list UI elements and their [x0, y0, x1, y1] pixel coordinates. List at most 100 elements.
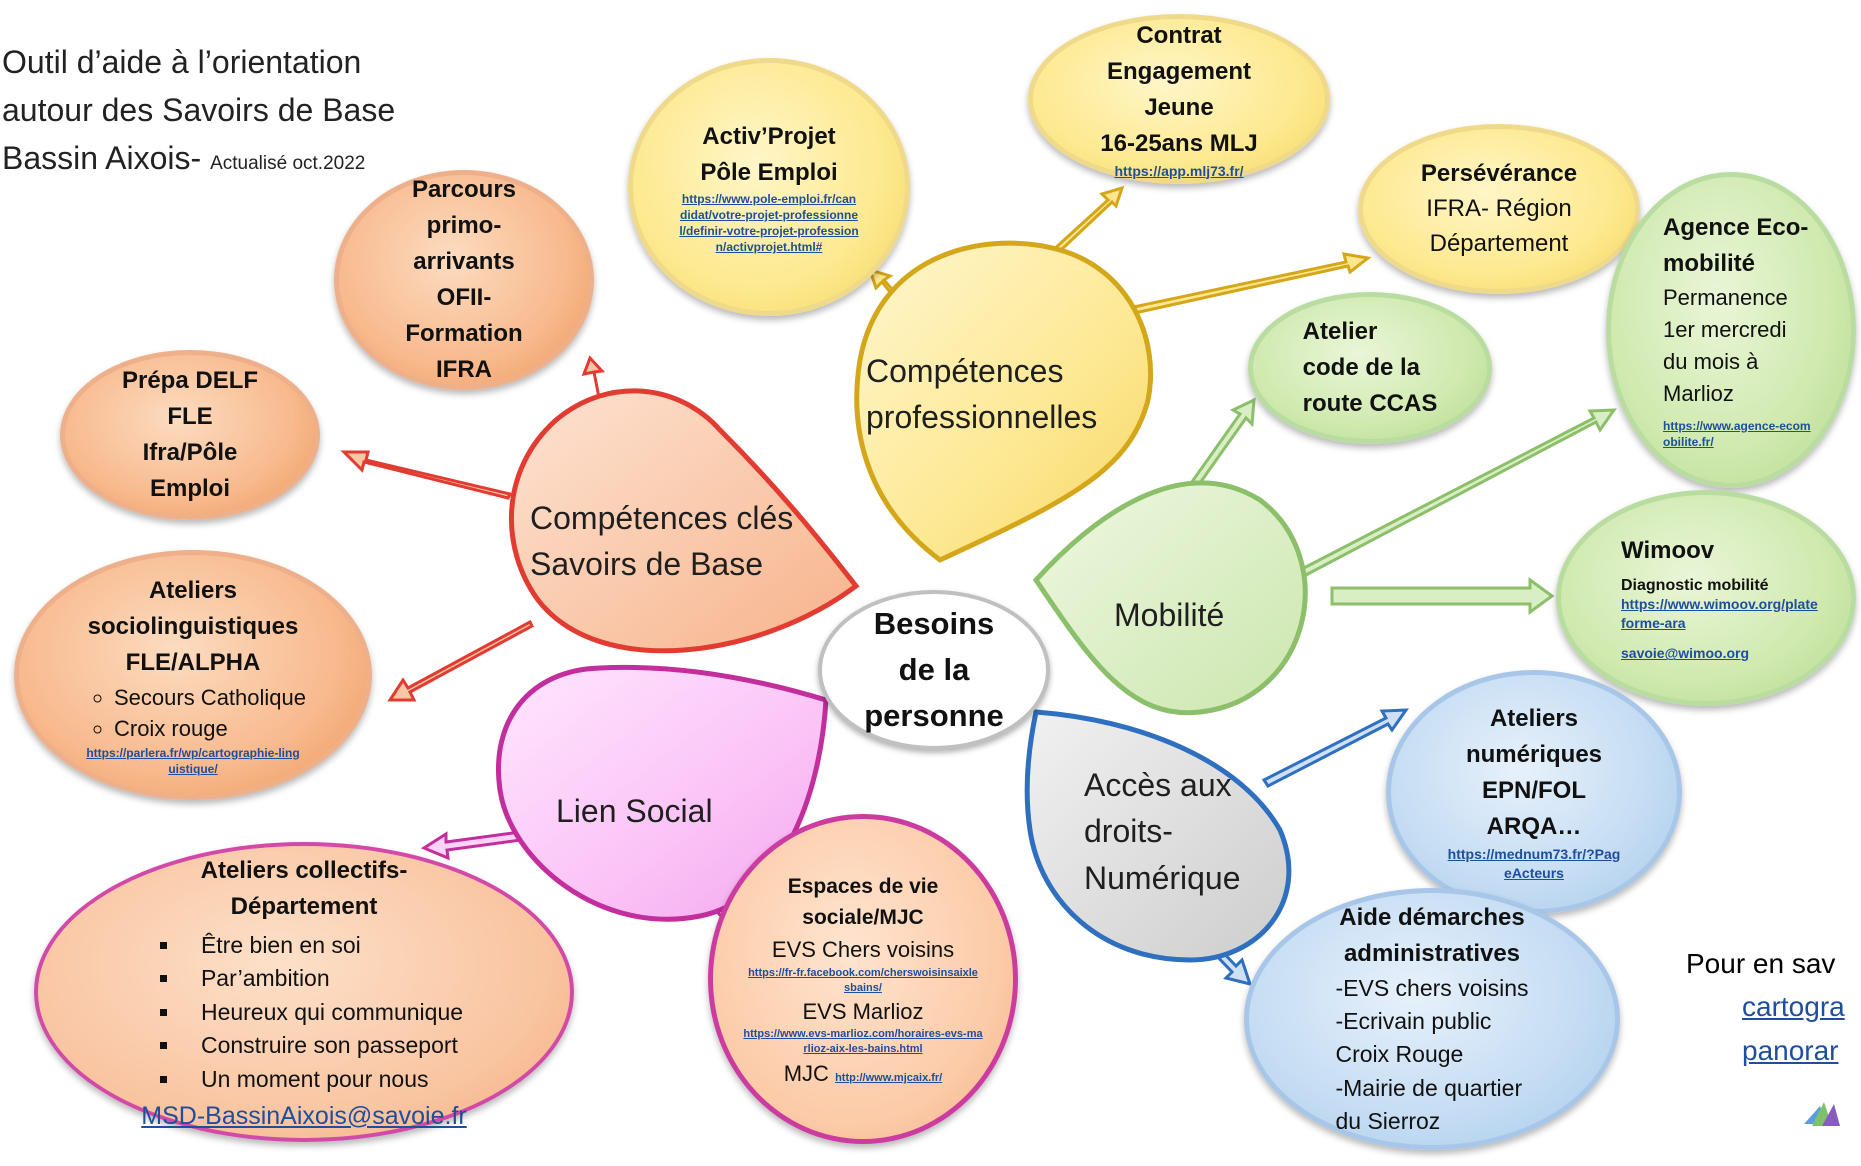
- code-l2: code de la: [1302, 354, 1421, 381]
- espaces-mjc: MJC: [783, 1061, 829, 1087]
- footer-more-info: Pour en sav cartogra panorar: [1686, 942, 1861, 1072]
- activ-l2: Pôle Emploi: [700, 158, 838, 186]
- arrow-to-ateliers-socio: [387, 619, 534, 702]
- num-l4: ARQA…: [1486, 813, 1582, 841]
- perseverance-l3: Département: [1429, 230, 1569, 257]
- aide-l2: administratives: [1343, 939, 1521, 967]
- agence-l4: 1er mercredi: [1663, 316, 1787, 342]
- prepa-l3: Ifra/Pôle: [142, 439, 238, 466]
- wimoov-subtitle: Diagnostic mobilité: [1621, 576, 1769, 594]
- center-node[interactable]: Besoins de la personne: [818, 590, 1050, 750]
- hub-competences-cles-l1: Compétences clés: [530, 500, 794, 536]
- list-item: Croix rouge: [114, 714, 306, 745]
- footer-link-cartographie[interactable]: cartogra: [1742, 991, 1845, 1023]
- contrat-link[interactable]: https://app.mlj73.fr/: [1114, 162, 1244, 179]
- list-item: -Ecrivain public: [1335, 1007, 1492, 1034]
- hub-shape-competences-cles: [508, 388, 860, 654]
- contrat-l4: 16-25ans MLJ: [1100, 129, 1258, 157]
- books-logo-icon: [1804, 1102, 1840, 1126]
- node-ateliers-numeriques[interactable]: Ateliers numériques EPN/FOL ARQA… https:…: [1386, 670, 1682, 914]
- node-espaces-vie-sociale[interactable]: Espaces de vie sociale/MJC EVS Chers voi…: [708, 814, 1018, 1144]
- perseverance-l1: Persévérance: [1420, 160, 1578, 188]
- wimoov-email[interactable]: savoie@wimoo.org: [1621, 645, 1750, 662]
- contrat-l2: Engagement: [1106, 57, 1252, 85]
- code-l1: Atelier: [1302, 318, 1378, 345]
- list-item: Être bien en soi: [181, 929, 463, 962]
- node-agence-ecomobilite[interactable]: Agence Eco- mobilité Permanence 1er merc…: [1606, 172, 1856, 488]
- arrow-to-ateliers-num: [1261, 708, 1409, 788]
- list-item: Un moment pour nous: [181, 1063, 463, 1096]
- aide-l1: Aide démarches: [1339, 903, 1525, 931]
- prepa-l1: Prépa DELF: [121, 367, 259, 394]
- socio-link[interactable]: https://parlera.fr/wp/cartographie-lingu…: [86, 745, 300, 776]
- agence-link[interactable]: https://www.agence-ecomobilite.fr/: [1663, 418, 1811, 449]
- wimoov-link[interactable]: https://www.wimoov.org/plateforme-ara: [1621, 595, 1818, 631]
- parcours-l6: IFRA: [435, 356, 492, 383]
- footer-link-panorama[interactable]: panorar: [1742, 1034, 1839, 1066]
- list-item: Secours Catholique: [114, 683, 306, 714]
- coll-list: Être bien en soi Par’ambition Heureux qu…: [145, 929, 463, 1096]
- num-l1: Ateliers: [1489, 705, 1579, 733]
- center-l1: Besoins: [873, 606, 995, 642]
- page-title: Outil d’aide à l’orientation autour des …: [2, 38, 395, 182]
- node-wimoov[interactable]: Wimoov Diagnostic mobilité https://www.w…: [1556, 490, 1856, 706]
- node-perseverance[interactable]: Persévérance IFRA- Région Département: [1358, 124, 1640, 294]
- hub-shape-mobilite: [1032, 480, 1308, 716]
- agence-l2: mobilité: [1663, 250, 1756, 278]
- node-aide-demarches[interactable]: Aide démarches administratives -EVS cher…: [1244, 888, 1620, 1150]
- parcours-l2: primo-: [426, 212, 502, 239]
- agence-l6: Marlioz: [1663, 380, 1734, 406]
- updated-date: Actualisé oct.2022: [210, 153, 366, 174]
- list-item: Croix Rouge: [1335, 1041, 1464, 1068]
- code-l3: route CCAS: [1302, 390, 1438, 417]
- agence-l3: Permanence: [1663, 285, 1788, 311]
- contrat-l3: Jeune: [1144, 93, 1214, 121]
- list-item: Heureux qui communique: [181, 996, 463, 1029]
- agence-l1: Agence Eco-: [1663, 214, 1809, 242]
- node-ateliers-socio[interactable]: Ateliers sociolinguistiques FLE/ALPHA Se…: [14, 550, 372, 800]
- espaces-link2[interactable]: https://www.evs-marlioz.com/horaires-evs…: [743, 1028, 983, 1056]
- hub-acces-l1: Accès aux: [1084, 767, 1232, 803]
- node-activ-projet[interactable]: Activ’Projet Pôle Emploi https://www.pol…: [628, 58, 910, 316]
- arrow-to-prepa: [340, 450, 513, 500]
- hub-acces[interactable]: Accès aux droits- Numérique: [1084, 762, 1241, 901]
- espaces-l1: Espaces de vie: [787, 874, 939, 898]
- center-l2: de la: [898, 652, 970, 688]
- list-item: -EVS chers voisins: [1335, 974, 1529, 1001]
- espaces-link3[interactable]: http://www.mjcaix.fr/: [835, 1072, 943, 1085]
- parcours-l4: OFII-: [436, 284, 492, 311]
- espaces-l2: sociale/MJC: [802, 906, 924, 930]
- prepa-l4: Emploi: [149, 475, 230, 502]
- hub-acces-l2: droits-: [1084, 813, 1173, 850]
- node-prepa-delf[interactable]: Prépa DELF FLE Ifra/Pôle Emploi: [60, 350, 320, 520]
- parcours-l3: arrivants: [413, 248, 515, 275]
- espaces-evs1: EVS Chers voisins: [771, 936, 955, 962]
- socio-list: Secours Catholique Croix rouge: [80, 683, 306, 745]
- hub-shape-acces: [1024, 709, 1292, 963]
- arrow-to-parcours: [581, 355, 610, 445]
- hub-shape-competences-pro: [854, 240, 1154, 563]
- node-parcours[interactable]: Parcours primo- arrivants OFII- Formatio…: [334, 170, 594, 390]
- socio-l2: sociolinguistiques: [87, 613, 299, 641]
- hub-lien-social[interactable]: Lien Social: [556, 788, 713, 834]
- num-l3: EPN/FOL: [1481, 777, 1586, 805]
- hub-competences-cles-l2: Savoirs de Base: [530, 546, 764, 583]
- hub-mobilite[interactable]: Mobilité: [1114, 592, 1224, 638]
- perseverance-l2: IFRA- Région: [1426, 195, 1572, 223]
- num-link[interactable]: https://mednum73.fr/?PageActeurs: [1447, 846, 1621, 881]
- hub-mobilite-l1: Mobilité: [1114, 597, 1225, 633]
- node-atelier-code[interactable]: Atelier code de la route CCAS: [1248, 292, 1492, 444]
- num-l2: numériques: [1465, 741, 1603, 769]
- title-line-1: Outil d’aide à l’orientation: [2, 44, 362, 80]
- hub-lien-l1: Lien Social: [556, 793, 713, 829]
- arrow-to-perseverance: [1108, 252, 1372, 320]
- hub-competences-pro[interactable]: Compétences professionnelles: [866, 348, 1097, 441]
- activ-link[interactable]: https://www.pole-emploi.fr/candidat/votr…: [679, 191, 859, 255]
- hub-competences-cles[interactable]: Compétences clés Savoirs de Base: [530, 495, 793, 588]
- coll-l2: Département: [230, 893, 378, 921]
- node-ateliers-collectifs[interactable]: Ateliers collectifs- Département Être bi…: [34, 842, 574, 1142]
- espaces-link1[interactable]: https://fr-fr.facebook.com/cherswoisinsa…: [748, 966, 978, 994]
- node-contrat[interactable]: Contrat Engagement Jeune 16-25ans MLJ ht…: [1028, 14, 1330, 184]
- coll-email[interactable]: MSD-BassinAixois@savoie.fr: [141, 1101, 467, 1130]
